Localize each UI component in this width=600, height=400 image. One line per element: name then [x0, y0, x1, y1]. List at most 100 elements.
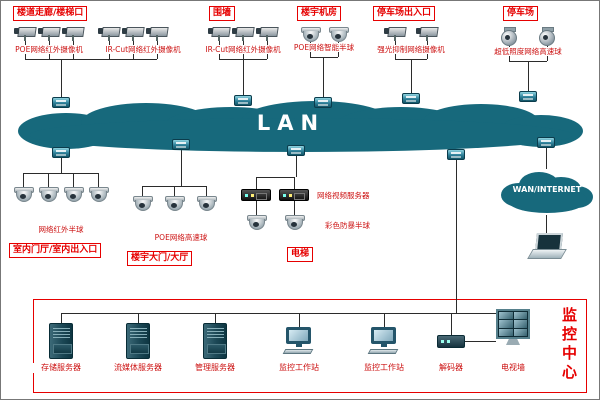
group-title: 停车场 [503, 6, 539, 21]
lan-label: LAN [256, 111, 326, 135]
group-title: 电梯 [287, 247, 314, 262]
laptop-icon [529, 233, 563, 260]
group-title: 楼宇机房 [297, 6, 342, 21]
device-label: 监控工作站 [354, 363, 414, 373]
group-title: 停车场出入口 [373, 6, 436, 21]
device-label: 流媒体服务器 [105, 363, 171, 373]
box-camera-icon [145, 25, 169, 41]
camera-label: POE网络高速球 [123, 233, 239, 242]
connection-line [323, 57, 324, 97]
connection-line [206, 186, 207, 196]
connection-line [546, 215, 547, 233]
device-label: 监控工作站 [269, 363, 329, 373]
connection-line [138, 313, 139, 323]
dome-camera-icon [14, 187, 34, 202]
box-camera-icon [231, 25, 255, 41]
connection-line [23, 173, 98, 174]
network-switch-icon [287, 145, 305, 156]
device-label: 管理服务器 [185, 363, 245, 373]
connection-line [256, 177, 294, 178]
dome-camera-icon [133, 196, 153, 211]
dome-camera-icon [39, 187, 59, 202]
dome-camera-icon [89, 187, 109, 202]
connection-line [411, 59, 412, 93]
connection-line [243, 59, 244, 95]
device-label: 存储服务器 [31, 363, 91, 373]
dome-camera-icon [247, 215, 267, 230]
dome-camera-icon [301, 27, 321, 42]
connection-line [294, 201, 295, 215]
connection-line [256, 177, 257, 189]
monitor-center-box [33, 299, 587, 393]
connection-line [23, 173, 24, 187]
lan-cloud [18, 101, 583, 152]
video-server-icon [279, 189, 309, 201]
camera-label: 超低照度网络高速球 [485, 47, 571, 56]
speed-dome-camera-icon [501, 27, 517, 46]
network-switch-icon [234, 95, 252, 106]
camera-label: POE网络智能半球 [286, 43, 362, 52]
connection-line [61, 313, 513, 314]
connection-line [528, 61, 529, 91]
group-title: 楼道走廊/楼梯口 [13, 6, 88, 21]
box-camera-icon [13, 25, 37, 41]
connection-line [546, 148, 547, 169]
connection-line [296, 156, 297, 177]
dome-camera-icon [64, 187, 84, 202]
server-icon [49, 323, 73, 359]
box-camera-icon [255, 25, 279, 41]
connection-line [25, 59, 157, 60]
box-camera-icon [37, 25, 61, 41]
connection-line [73, 173, 74, 187]
network-switch-icon [537, 137, 555, 148]
connection-line [451, 313, 452, 335]
camera-label: IR-Cut网络红外摄像机 [197, 45, 289, 54]
camera-label: 网络红外半球 [11, 225, 111, 234]
server-icon [126, 323, 150, 359]
network-switch-icon [52, 147, 70, 158]
wan-label: WAN/INTERNET [512, 185, 582, 194]
connection-line [256, 201, 257, 215]
box-camera-icon [207, 25, 231, 41]
connection-line [181, 150, 182, 186]
connection-line [61, 313, 62, 323]
connection-line [294, 177, 295, 189]
connection-line [61, 158, 62, 173]
server-icon [203, 323, 227, 359]
network-switch-icon [172, 139, 190, 150]
workstation-icon [367, 327, 400, 357]
camera-label: IR-Cut网络红外摄像机 [91, 45, 195, 54]
network-switch-icon [314, 97, 332, 108]
network-switch-icon [447, 149, 465, 160]
box-camera-icon [121, 25, 145, 41]
connection-line [465, 341, 496, 342]
group-title: 围墙 [209, 6, 236, 21]
connection-line [456, 160, 457, 313]
box-camera-icon [383, 25, 407, 41]
speed-dome-camera-icon [539, 27, 555, 46]
connection-line [384, 313, 385, 327]
network-switch-icon [402, 93, 420, 104]
connection-line [299, 313, 300, 327]
dome-camera-icon [197, 196, 217, 211]
connection-line [48, 173, 49, 187]
connection-line [174, 186, 175, 196]
device-label: 网络视频服务器 [317, 191, 370, 200]
device-label: 解码器 [429, 363, 473, 373]
connection-line [215, 313, 216, 323]
network-switch-icon [52, 97, 70, 108]
camera-label: 彩色防暴半球 [325, 221, 370, 230]
workstation-icon [282, 327, 315, 357]
decoder-icon [437, 335, 465, 348]
group-title: 楼宇大门/大厅 [127, 251, 193, 266]
monitor-center-title: 监控中心 [560, 307, 578, 383]
video-server-icon [241, 189, 271, 201]
camera-label: 强光抑制网络摄像机 [369, 45, 453, 54]
connection-line [98, 173, 99, 187]
tv-wall-icon [496, 309, 530, 339]
box-camera-icon [61, 25, 85, 41]
network-switch-icon [519, 91, 537, 102]
dome-camera-icon [165, 196, 185, 211]
box-camera-icon [97, 25, 121, 41]
